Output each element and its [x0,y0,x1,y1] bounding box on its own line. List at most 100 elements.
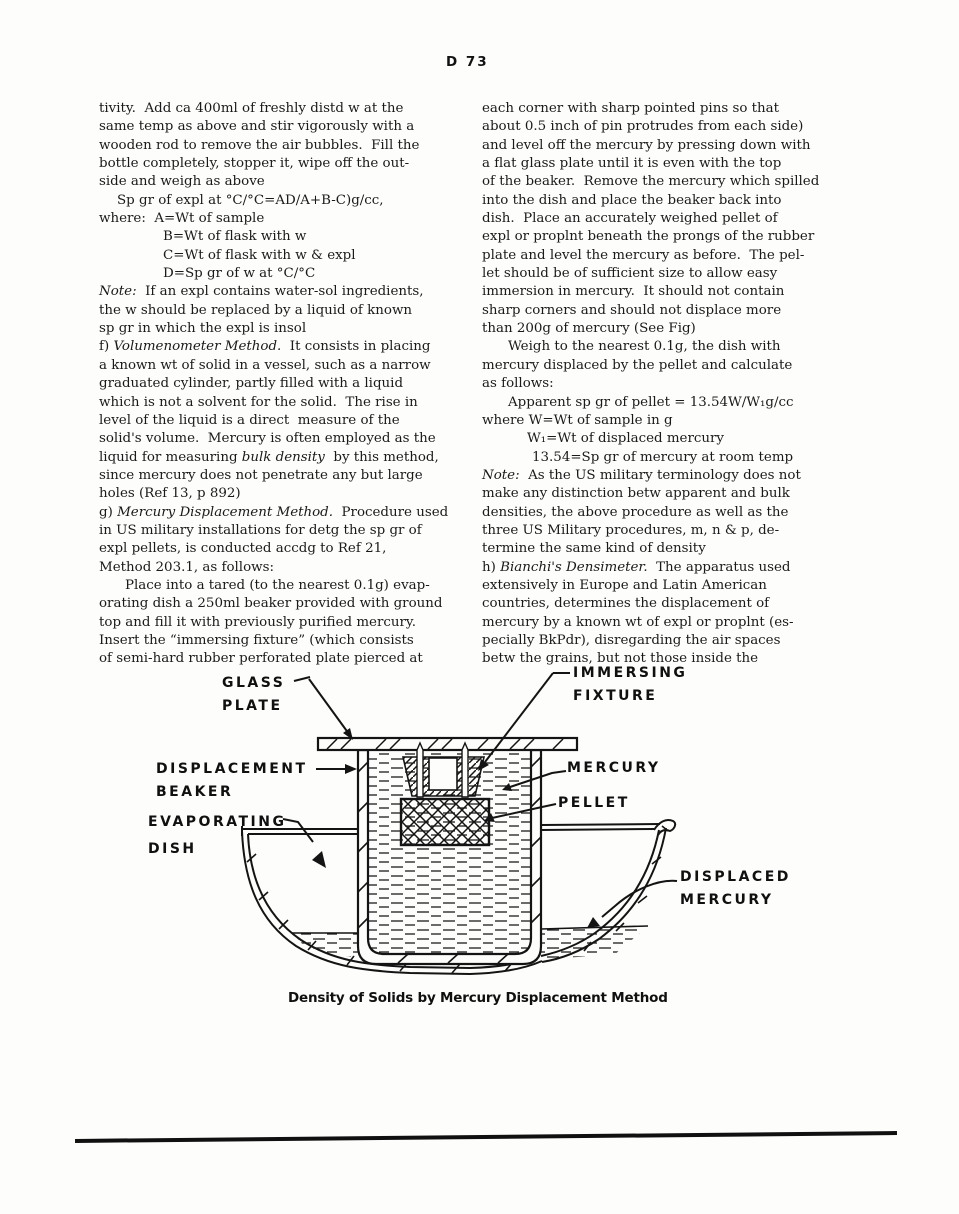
label-glass-plate: GLASS PLATE [222,672,285,718]
beaker-wall-ticks [357,756,542,964]
italic-text: Note: [482,467,520,483]
text-line: holes (Ref 13, p 892) [99,486,241,502]
text-line: where: A=Wt of sample [99,211,265,227]
text-line: pecially BkPdr), disregarding the air sp… [482,632,781,648]
text-line: where W=Wt of sample in g [482,412,673,428]
text-line: side and weigh as above [99,174,265,190]
label-pellet: PELLET [558,792,630,815]
text-line: sharp corners and should not displace mo… [482,302,782,318]
text-line: termine the same kind of density [482,541,706,557]
label-displaced-mercury: DISPLACED MERCURY [680,866,791,912]
italic-text: bulk density [241,449,325,465]
text-line: in US military installations for detg th… [99,522,422,538]
text-line: make any distinction betw apparent and b… [482,486,790,502]
text-line: B=Wt of flask with w [163,229,307,245]
text-line: extensively in Europe and Latin American [482,577,767,593]
text-line: DISH [148,841,197,857]
text-line: liquid for measuring bulk density by thi… [99,449,439,465]
text-line: C=Wt of flask with w & expl [163,247,356,263]
text-line: PELLET [558,795,630,811]
text-line: Weigh to the nearest 0.1g, the dish with [508,339,781,355]
text-line: DISPLACEMENT [156,761,308,777]
text-line: Sp gr of expl at °C/°C=AD/A+B-C)g/cc, [117,192,384,208]
text-line: expl or proplnt beneath the prongs of th… [482,229,815,245]
text-line: graduated cylinder, partly filled with a… [99,376,404,392]
bottom-rule [75,1131,897,1143]
text-line: of semi-hard rubber perforated plate pie… [99,651,423,667]
text-line: PLATE [222,698,283,714]
text-line: GLASS [222,675,286,691]
text-line: MERCURY [680,892,774,908]
text-line: densities, the above procedure as well a… [482,504,789,520]
immersing-fixture-shape [401,741,486,798]
text-line: immersion in mercury. It should not cont… [482,284,785,300]
label-mercury: MERCURY [567,757,661,780]
glass-plate-shape [316,736,579,752]
text-column-right: each corner with sharp pointed pins so t… [482,100,826,669]
text-line: Apparent sp gr of pellet = 13.54W/W₁g/cc [508,394,794,410]
text-line: Note: If an expl contains water-sol ingr… [99,284,424,300]
text-line: MERCURY [567,760,661,776]
label-evaporating-dish: EVAPORATING DISH [148,809,286,863]
text-line: h) Bianchi's Densimeter. The apparatus u… [482,559,791,575]
page-number: D 73 [446,54,489,70]
text-line: plate and level the mercury as before. T… [482,247,805,263]
text-line: of the beaker. Remove the mercury which … [482,174,820,190]
text-line: a known wt of solid in a vessel, such as… [99,357,431,373]
text-line: sp gr in which the expl is insol [99,321,307,337]
figure-leaders [282,672,678,918]
text-line: g) Mercury Displacement Method. Procedur… [99,504,449,520]
text-line: FIXTURE [573,688,658,704]
text-line: expl pellets, is conducted accdg to Ref … [99,541,387,557]
text-line: mercury displaced by the pellet and calc… [482,357,793,373]
text-line: Note: As the US military terminology doe… [482,467,801,483]
text-column-left: tivity. Add ca 400ml of freshly distd w … [99,100,449,669]
text-line: the w should be replaced by a liquid of … [99,302,413,318]
italic-text: Bianchi's Densimeter. [500,559,648,575]
text-line: into the dish and place the beaker back … [482,192,782,208]
text-line: than 200g of mercury (See Fig) [482,321,696,337]
text-line: three US Military procedures, m, n & p, … [482,522,780,538]
text-line: tivity. Add ca 400ml of freshly distd w … [99,101,404,116]
italic-text: Mercury Displacement Method. [117,504,334,520]
figure-diagram [241,672,678,976]
text-line: top and fill it with previously purified… [99,614,416,630]
text-line: Insert the “immersing fixture” (which co… [99,632,414,648]
text-line: D=Sp gr of w at °C/°C [163,266,316,282]
text-line: each corner with sharp pointed pins so t… [482,101,780,116]
figure-caption: Density of Solids by Mercury Displacemen… [288,990,668,1006]
text-line: same temp as above and stir vigorously w… [99,119,415,135]
text-line: orating dish a 250ml beaker provided wit… [99,596,443,612]
italic-text: Note: [99,284,137,300]
text-line: IMMERSING [573,665,688,681]
text-line: mercury by a known wt of expl or proplnt… [482,614,794,630]
text-line: as follows: [482,376,554,392]
text-line: dish. Place an accurately weighed pellet… [482,211,778,227]
text-line: bottle completely, stopper it, wipe off … [99,156,410,172]
text-line: level of the liquid is a direct measure … [99,412,400,428]
text-line: since mercury does not penetrate any but… [99,467,423,483]
pellet-shape [399,797,491,847]
text-line: W₁=Wt of displaced mercury [527,431,724,447]
label-immersing-fixture: IMMERSING FIXTURE [573,662,687,708]
text-line: Place into a tared (to the nearest 0.1g)… [125,577,430,593]
italic-text: Volumenometer Method. [113,339,282,355]
text-line: BEAKER [156,784,234,800]
text-line: DISPLACED [680,869,791,885]
label-displacement-beaker: DISPLACEMENT BEAKER [156,758,308,804]
text-line: a flat glass plate until it is even with… [482,156,782,172]
figure-arrowheads [312,728,600,928]
text-line: which is not a solvent for the solid. Th… [99,394,418,410]
displaced-mercury-pools [292,925,649,959]
text-line: let should be of sufficient size to allo… [482,266,778,282]
text-line: and level off the mercury by pressing do… [482,137,811,153]
text-line: 13.54=Sp gr of mercury at room temp [532,449,794,465]
text-line: EVAPORATING [148,814,287,830]
text-line: betw the grains, but not those inside th… [482,651,759,667]
text-line: countries, determines the displacement o… [482,596,770,612]
text-line: about 0.5 inch of pin protrudes from eac… [482,119,804,135]
text-line: solid's volume. Mercury is often employe… [99,431,436,447]
text-line: f) Volumenometer Method. It consists in … [99,339,431,355]
text-line: Method 203.1, as follows: [99,559,274,575]
